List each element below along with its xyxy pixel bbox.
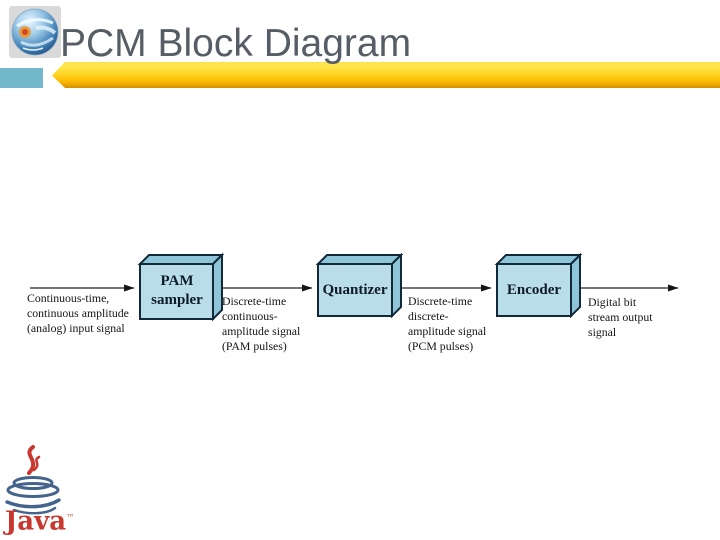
signal-label-line: signal: [588, 325, 617, 339]
globe-icon: [11, 8, 59, 56]
java-wordmark: Java™: [5, 503, 74, 537]
signal-label-line: (analog) input signal: [27, 321, 125, 335]
signal-label-line: (PCM pulses): [408, 339, 474, 353]
trademark-symbol: ™: [66, 513, 75, 522]
block-label-encoder: Encoder: [506, 281, 562, 298]
signal-label-line: continuous amplitude: [27, 306, 129, 320]
java-wordmark-text: Java: [5, 506, 67, 537]
block-label-quantizer: Quantizer: [322, 281, 388, 298]
block-label-pam-sampler: PAM sampler: [151, 273, 203, 308]
title-underline-bar: [52, 62, 720, 88]
signal-label-analog-input: Continuous-time, continuous amplitude (a…: [27, 291, 129, 336]
signal-label-line: (PAM pulses): [222, 339, 287, 353]
signal-label-line: Continuous-time,: [27, 291, 110, 305]
pcm-block-diagram: [30, 252, 679, 322]
signal-label-line: amplitude signal: [408, 324, 487, 338]
signal-label-line: stream output: [588, 310, 653, 324]
signal-label-pcm-pulses: Discrete-time discrete- amplitude signal…: [408, 294, 486, 354]
java-coffee-cup-icon: [5, 445, 61, 515]
signal-label-line: Discrete-time: [408, 294, 473, 308]
signal-label-line: amplitude signal: [222, 324, 301, 338]
quantizer-block: [315, 252, 404, 319]
pam-sampler-block: [137, 252, 225, 322]
encoder-block: [494, 252, 583, 319]
signal-label-line: discrete-: [408, 309, 449, 323]
left-accent-rect: [0, 68, 43, 88]
signal-label-pam-pulses: Discrete-time continuous- amplitude sign…: [222, 294, 300, 354]
signal-label-line: continuous-: [222, 309, 278, 323]
globe-logo-icon: [9, 6, 61, 58]
signal-label-line: Discrete-time: [222, 294, 287, 308]
signal-label-line: Digital bit: [588, 295, 637, 309]
page-title: PCM Block Diagram: [60, 22, 412, 65]
signal-label-digital-output: Digital bit stream output signal: [588, 295, 653, 340]
